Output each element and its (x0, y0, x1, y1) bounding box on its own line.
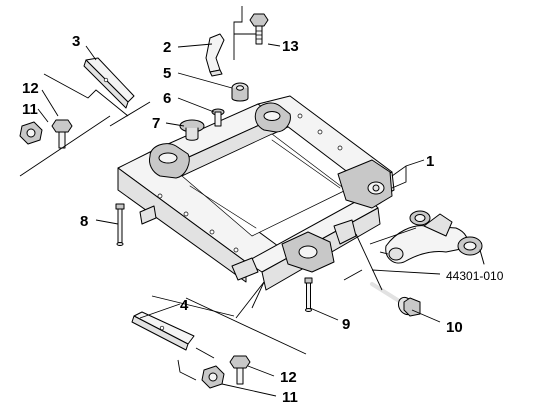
callout-4: 4 (180, 297, 189, 314)
callout-11-top: 11 (22, 101, 38, 118)
callout-12-top: 12 (22, 80, 39, 97)
callout-12-bottom: 12 (280, 369, 297, 386)
callout-13: 13 (282, 38, 299, 55)
part-12-bottom-bolt (229, 355, 251, 385)
leader-lines (19, 6, 441, 397)
part-5-bushing (231, 82, 249, 102)
callout-6: 6 (163, 90, 171, 107)
callout-9: 9 (342, 316, 350, 333)
subframe-crossmember (117, 95, 395, 291)
part-3-bracket (83, 57, 135, 109)
callout-8: 8 (80, 213, 88, 230)
callout-11-bottom: 11 (282, 389, 298, 406)
part-7-mount (179, 119, 205, 141)
part-2-bracket (205, 33, 225, 77)
part-11-top-nut (19, 121, 43, 145)
callout-5: 5 (163, 65, 171, 82)
part-9-long-bolt (304, 277, 313, 312)
part-13-bolt (249, 13, 269, 45)
part-4-bracket (131, 311, 195, 351)
part-11-bottom-nut (201, 365, 225, 389)
callout-7: 7 (152, 115, 160, 132)
part-10-bolt (370, 282, 421, 317)
callout-labels: 1 2 3 4 5 6 7 8 9 10 11 11 12 12 13 4430… (22, 33, 504, 406)
callout-10: 10 (446, 319, 463, 336)
callout-2: 2 (163, 39, 171, 56)
part-6-stud (211, 108, 225, 127)
callout-3: 3 (72, 33, 80, 50)
callout-1: 1 (426, 153, 434, 170)
part-8-long-bolt (115, 203, 125, 246)
lower-control-arm (385, 210, 485, 265)
part-12-top-bolt (51, 119, 73, 149)
reference-code-label: 44301-010 (446, 269, 504, 283)
